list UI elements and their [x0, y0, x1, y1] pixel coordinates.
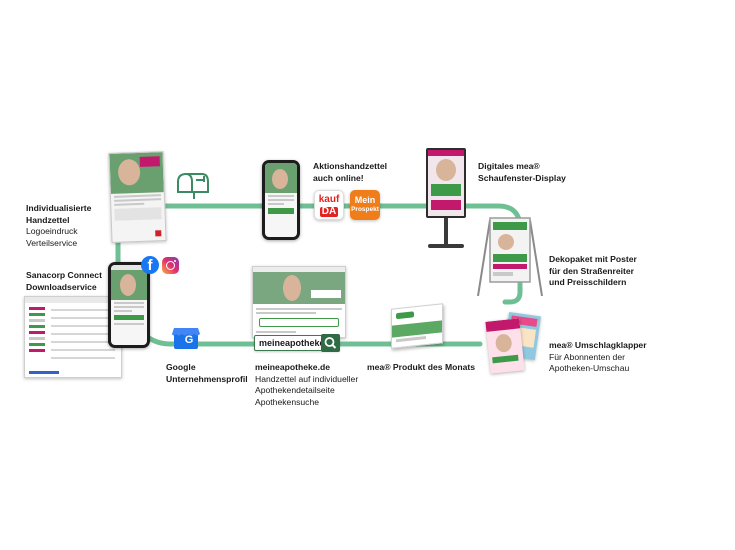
dekopaket-title-1: Dekopaket mit Poster — [549, 254, 637, 264]
aktion-phone-image — [262, 160, 300, 240]
produkt-label: mea® Produkt des Monats — [367, 362, 475, 374]
umschlag-title-1: mea® Umschlagklapper — [549, 340, 647, 350]
google-title-1: Google — [166, 362, 196, 372]
social-media-phone-image — [108, 262, 150, 348]
dekopaket-title-3: und Preisschildern — [549, 277, 627, 287]
display-title-1: Digitales mea® — [478, 161, 540, 171]
sanacorp-title-2: Downloadservice — [26, 281, 97, 292]
kaufda-logo-word-1: kauf — [318, 194, 340, 205]
facebook-icon-letter: f — [147, 257, 153, 274]
google-title-2: Unternehmensprofil — [166, 373, 248, 384]
dekopaket-title-2: für den Straßenreiter — [549, 265, 635, 276]
handzettel-flyer-image — [108, 151, 167, 243]
mein-prospekt-logo: Mein Prospekt — [350, 190, 380, 220]
sanacorp-label: Sanacorp Connect Downloadservice — [26, 270, 102, 293]
umschlagklapper-image — [485, 311, 541, 374]
handzettel-title-1: Individualisierte — [26, 203, 92, 213]
produkt-des-monats-image — [391, 303, 445, 349]
kaufda-logo-word-2: DA — [320, 206, 338, 217]
display-label: Digitales mea® Schaufenster-Display — [478, 161, 566, 184]
aktion-label: Aktionshandzettel auch online! — [313, 161, 387, 184]
aktion-title-2: auch online! — [313, 172, 364, 183]
kaufda-logo: kauf DA — [314, 190, 344, 220]
meineapotheke-title-1: meineapotheke.de — [255, 362, 330, 372]
schaufenster-display-image — [424, 148, 468, 250]
handzettel-title-2: Handzettel — [26, 214, 70, 225]
google-business-letter: G — [184, 334, 194, 346]
produkt-title-1: mea® Produkt des Monats — [367, 362, 476, 372]
meineapotheke-line-2: Apothekendetailseite — [255, 385, 335, 395]
aktion-title-1: Aktionshandzettel — [313, 161, 388, 171]
meineapotheke-line-3: Apothekensuche — [255, 396, 320, 407]
search-icon — [324, 337, 337, 349]
display-title-2: Schaufenster-Display — [478, 172, 566, 183]
prospekt-logo-word-1: Mein — [354, 195, 376, 205]
sanacorp-title-1: Sanacorp Connect — [26, 270, 102, 280]
instagram-icon — [162, 257, 179, 274]
umschlag-label: mea® Umschlagklapper Für Abonnenten der … — [549, 340, 647, 375]
google-label: Google Unternehmensprofil — [166, 362, 248, 385]
search-bar-text: meineapotheke.de — [259, 338, 338, 348]
handzettel-line-2: Verteilservice — [26, 237, 78, 248]
google-business-icon: G — [172, 324, 200, 350]
handzettel-label: Individualisierte Handzettel Logoeindruc… — [26, 203, 91, 249]
strassenreiter-image — [477, 217, 543, 297]
search-button[interactable] — [321, 334, 340, 352]
mailbox-icon — [177, 173, 209, 199]
umschlag-line-2: Apotheken-Umschau — [549, 363, 630, 373]
umschlag-line-1: Für Abonnenten der — [549, 351, 625, 362]
facebook-icon: f — [141, 256, 159, 274]
meineapotheke-website-image — [252, 266, 346, 338]
handzettel-line-1: Logoeindruck — [26, 226, 78, 236]
meineapotheke-label: meineapotheke.de Handzettel auf individu… — [255, 362, 358, 408]
dekopaket-label: Dekopaket mit Poster für den Straßenreit… — [549, 254, 637, 289]
meineapotheke-line-1: Handzettel auf individueller — [255, 373, 359, 384]
meineapotheke-search-bar[interactable]: meineapotheke.de — [254, 335, 340, 351]
prospekt-logo-word-2: Prospekt — [351, 206, 379, 213]
